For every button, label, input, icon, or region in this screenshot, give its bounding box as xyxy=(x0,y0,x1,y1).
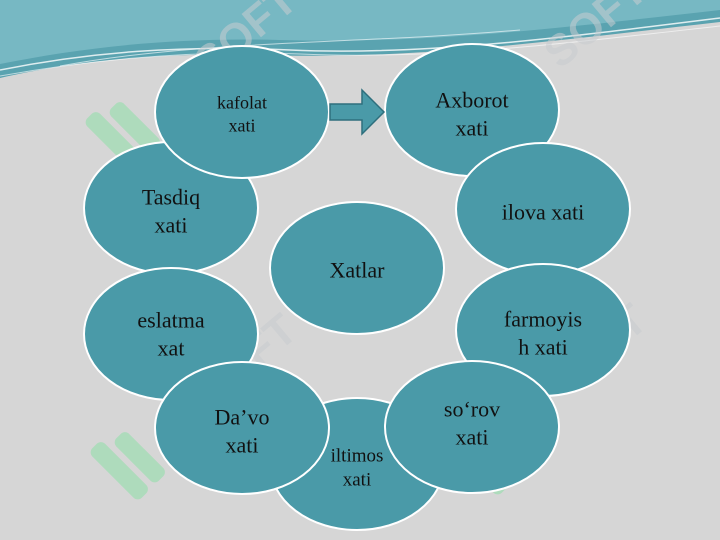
node-label-farmoyish: farmoyis h xati xyxy=(503,306,583,360)
node-label-sorov: so‘rov xati xyxy=(443,396,501,450)
node-label-iltimos: iltimos xati xyxy=(330,445,384,490)
node-label-tasdiq: Tasdiq xati xyxy=(141,184,201,238)
node-label-kafolat: kafolat xati xyxy=(217,92,267,136)
ellipse-sorov xyxy=(384,360,560,494)
right-arrow-icon xyxy=(329,88,386,136)
header-wave-decoration xyxy=(0,0,720,78)
node-label-axborot: Axborot xati xyxy=(435,87,509,141)
node-label-eslatma: eslatma xat xyxy=(137,307,205,361)
node-label-ilova: ilova xati xyxy=(501,199,585,225)
ellipse-kafolat xyxy=(154,45,330,179)
node-label-davo: Da’vo xati xyxy=(214,404,270,458)
ellipse-davo xyxy=(154,361,330,495)
center-label: Xatlar xyxy=(329,257,385,283)
ellipse-center xyxy=(269,201,445,335)
